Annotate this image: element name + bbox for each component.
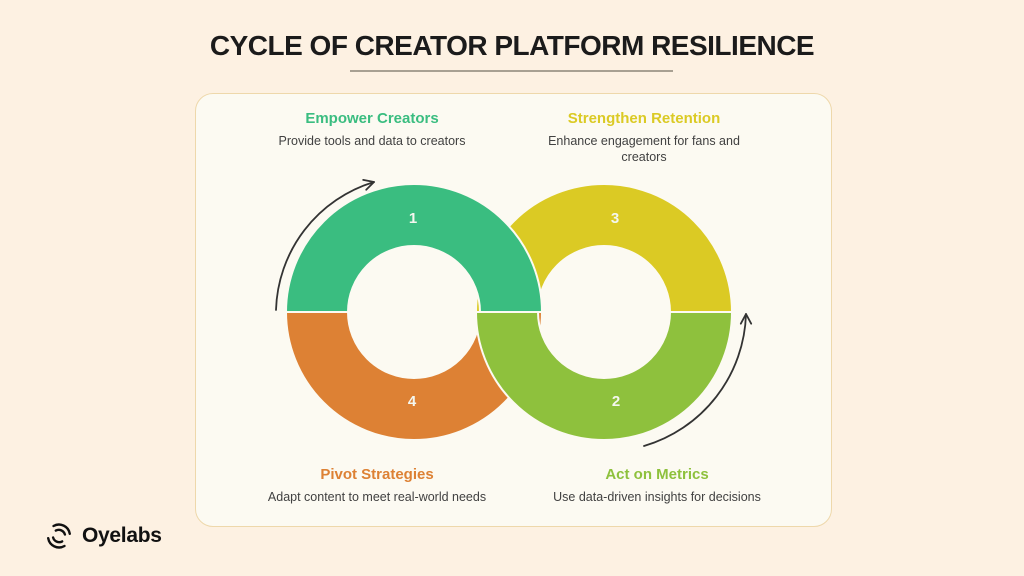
step-number-1: 1 bbox=[409, 210, 417, 227]
step-label: Empower Creators bbox=[305, 110, 439, 127]
step-label: Act on Metrics bbox=[605, 466, 709, 483]
step-number-2: 2 bbox=[612, 393, 620, 410]
flow-arrow-right bbox=[643, 313, 753, 447]
logo-text: Oyelabs bbox=[82, 524, 162, 547]
step-label: Pivot Strategies bbox=[320, 466, 434, 483]
step-number-4: 4 bbox=[408, 393, 417, 410]
step-number-3: 3 bbox=[611, 210, 619, 227]
step-description: Provide tools and data to creators bbox=[278, 134, 466, 148]
step-label: Strengthen Retention bbox=[567, 110, 721, 127]
ring-segment-act bbox=[475, 311, 733, 441]
step-description: Use data-driven insights for decisions bbox=[553, 490, 761, 504]
ring-segment-pivot bbox=[285, 311, 543, 441]
flow-arrow-left bbox=[275, 178, 375, 311]
ring-segment-strengthen bbox=[475, 183, 733, 313]
step-description: Adapt content to meet real-world needs bbox=[267, 490, 487, 504]
cycle-swirl-icon bbox=[44, 521, 74, 551]
step-description: Enhance engagement for fans and creators bbox=[548, 134, 740, 165]
step-block-pivot: Pivot Strategies Adapt content to meet r… bbox=[242, 466, 512, 505]
ring-segment-empower bbox=[285, 183, 543, 313]
step-block-act: Act on Metrics Use data-driven insights … bbox=[522, 466, 792, 505]
step-block-strengthen: Strengthen Retention Enhance engagement … bbox=[537, 110, 752, 166]
page-title: CYCLE OF CREATOR PLATFORM RESILIENCE bbox=[209, 30, 815, 61]
title-underline bbox=[350, 70, 673, 72]
logo: Oyelabs bbox=[44, 521, 162, 551]
step-block-empower: Empower Creators Provide tools and data … bbox=[242, 110, 502, 149]
